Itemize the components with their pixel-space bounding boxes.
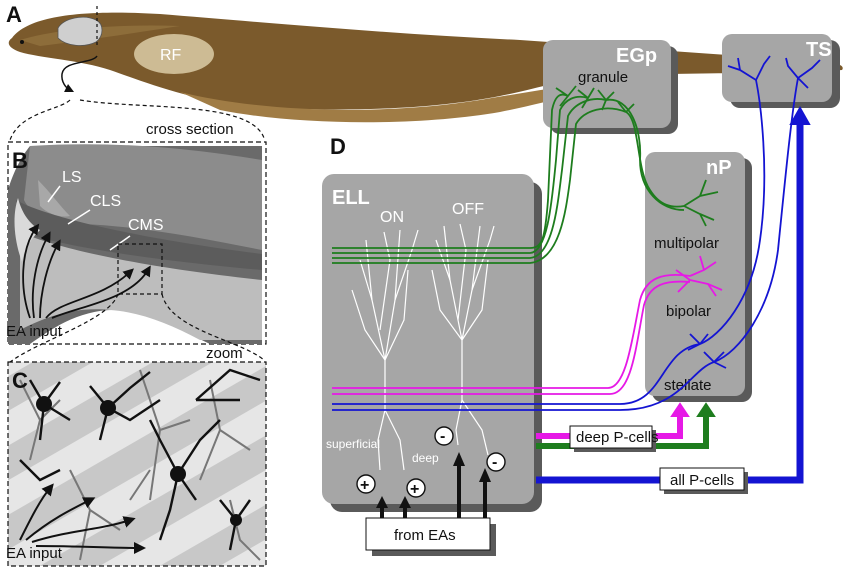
plus-sign-1: +: [360, 477, 369, 494]
off-label: OFF: [452, 201, 484, 218]
granule-label: granule: [578, 69, 628, 86]
panel-c: C EA input: [6, 361, 267, 567]
ea-input-c-label: EA input: [6, 545, 63, 562]
deep-pcells-box: deep P-cells: [569, 425, 659, 452]
panel-c-label: C: [12, 368, 28, 393]
blue-pathway: [332, 55, 821, 411]
panel-b-label: B: [12, 148, 28, 173]
all-pcells-label: all P-cells: [670, 472, 734, 489]
ell-label: ELL: [332, 187, 370, 209]
np-label: nP: [706, 157, 732, 179]
fish-fin: [180, 74, 660, 123]
bipolar-label: bipolar: [666, 303, 711, 320]
from-eas-label: from EAs: [394, 527, 456, 544]
cms-label: CMS: [128, 217, 164, 234]
minus-sign-2: -: [492, 454, 497, 471]
magenta-pathway: [332, 255, 723, 395]
ea-input-b-label: EA input: [6, 323, 63, 340]
rf-label: RF: [160, 47, 182, 64]
cross-section-label: cross section: [146, 121, 234, 138]
fish-body: [8, 12, 843, 110]
panel-d-label: D: [330, 134, 346, 159]
neuron-drawings: [19, 368, 261, 561]
ls-label: LS: [62, 169, 82, 186]
deep-pcells-label: deep P-cells: [576, 429, 659, 446]
ts-label: TS: [806, 39, 832, 61]
ts-box: TS: [722, 34, 840, 108]
all-pcells-box: all P-cells: [659, 467, 748, 494]
superficial-label: superficial: [326, 437, 380, 451]
panel-b: B LS CLS CMS EA input: [6, 141, 267, 345]
from-eas-group: from EAs + + - -: [356, 426, 506, 556]
ell-box: ELL ON OFF superficial deep: [322, 174, 542, 512]
zoom-label: zoom: [206, 345, 243, 362]
egp-box: EGp granule: [543, 40, 678, 134]
minus-sign-1: -: [440, 428, 445, 445]
multipolar-label: multipolar: [654, 235, 719, 252]
egp-label: EGp: [616, 45, 657, 67]
panel-a-label: A: [6, 2, 22, 27]
receptive-field: [134, 34, 214, 74]
on-cell: [351, 229, 419, 471]
green-pathway: [332, 85, 719, 264]
fish-brain: [57, 16, 103, 46]
on-label: ON: [380, 209, 404, 226]
stellate-label: stellate: [664, 377, 712, 394]
cls-label: CLS: [90, 193, 121, 210]
panel-a: A RF: [6, 2, 843, 123]
deep-label: deep: [412, 451, 439, 465]
plus-sign-2: +: [410, 481, 419, 498]
